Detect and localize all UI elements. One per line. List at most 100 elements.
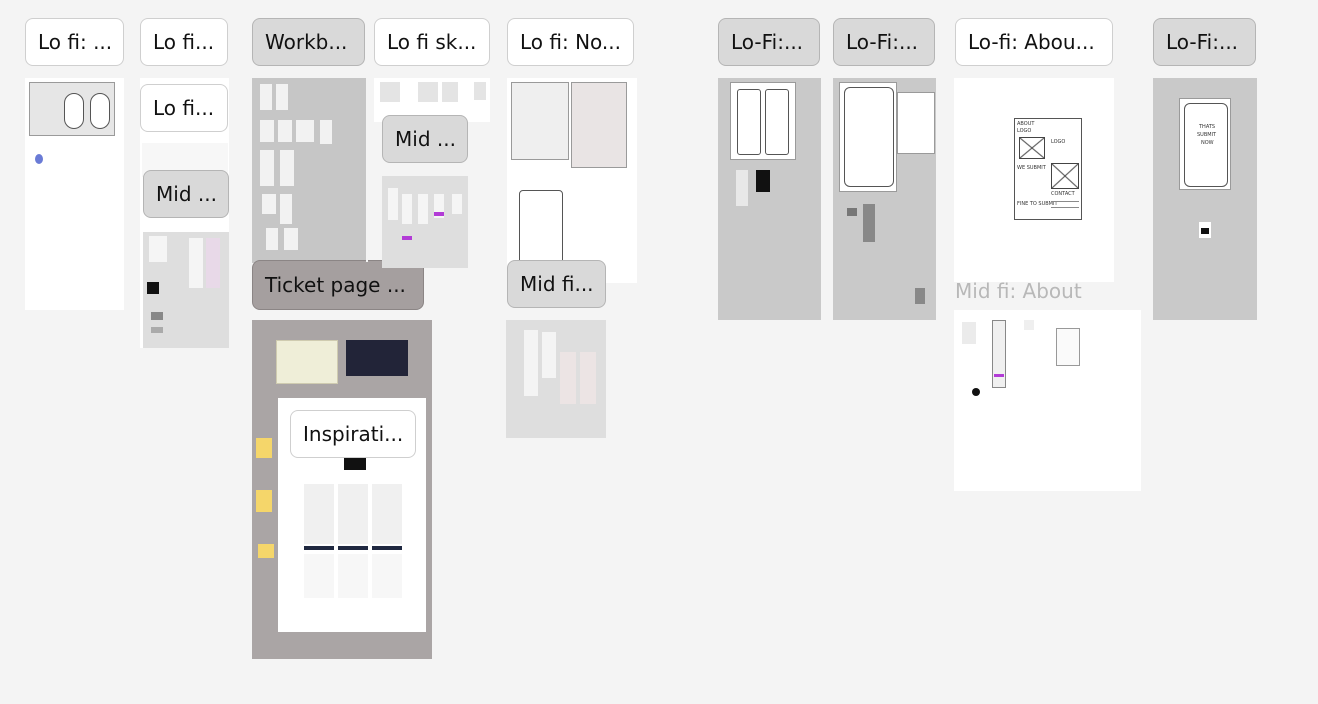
wireframe-screen — [296, 120, 314, 142]
sketch-paper — [730, 82, 796, 160]
frame-label-lofi-no[interactable]: Lo fi: No... — [507, 18, 634, 66]
wireframe-screen — [452, 194, 462, 214]
dark-screen — [756, 170, 770, 192]
wireframe-screen — [580, 352, 596, 404]
frame-label-lofi-2b[interactable]: Lo fi... — [140, 84, 228, 132]
wireframe-screen — [402, 194, 412, 224]
sketch-label: SUBMIT — [1197, 132, 1217, 138]
sketch-label: NOW — [1201, 140, 1214, 146]
frame-mid-1[interactable] — [143, 232, 229, 348]
sketch-phone — [90, 93, 110, 129]
sketch-phone — [844, 87, 894, 187]
frame-label-lofi-b[interactable]: Lo-Fi:... — [833, 18, 935, 66]
frame-lofi-sk[interactable] — [374, 78, 490, 122]
wireframe-screen — [189, 238, 203, 288]
sketch-thumbnail — [29, 82, 115, 136]
wireframe-screen — [266, 228, 278, 250]
wireframe-screen — [280, 194, 292, 224]
sketch-thumbnail — [380, 82, 400, 102]
image-icon — [147, 282, 159, 294]
frame-label-lofi-about[interactable]: Lo-fi: Abou... — [955, 18, 1113, 66]
wireframe-screen — [262, 194, 276, 214]
sketch-phone — [64, 93, 84, 129]
frame-label-midfi-3[interactable]: Mid fi... — [507, 260, 606, 308]
frame-label-inspiration[interactable]: Inspirati... — [290, 410, 416, 458]
nav-bar — [338, 546, 368, 550]
sketch-paper — [839, 82, 897, 192]
sketch-label: LOGO — [1051, 139, 1066, 145]
accent-button — [402, 236, 412, 240]
mobile-screen — [338, 554, 368, 598]
wireframe-block — [151, 327, 163, 333]
sketch-phone — [765, 89, 789, 155]
sketch-paper — [897, 92, 935, 154]
wireframe-screen — [962, 322, 976, 344]
frame-label-workb[interactable]: Workb... — [252, 18, 365, 66]
nav-bar — [304, 546, 334, 550]
sketch-label: CONTACT — [1051, 191, 1075, 197]
sketch-line — [1051, 207, 1079, 208]
frame-lofi-no[interactable] — [507, 78, 637, 283]
sketch-label: LOGO — [1017, 128, 1032, 134]
sketch-thumbnail — [418, 82, 438, 102]
wireframe-screen — [276, 84, 288, 110]
wireframe-screen — [524, 330, 538, 396]
frame-mid-2[interactable] — [382, 176, 468, 268]
frame-lofi-c[interactable]: THATS SUBMIT NOW — [1153, 78, 1257, 320]
wireframe-screen — [1056, 328, 1080, 366]
frame-midfi-about[interactable] — [954, 310, 1141, 491]
frame-label-mid-1[interactable]: Mid ... — [143, 170, 229, 218]
wireframe-screen — [434, 194, 444, 218]
sketch-thumbnail — [442, 82, 458, 102]
wireframe-block — [151, 312, 163, 320]
wireframe-screen — [260, 150, 274, 186]
inspiration-screenshot — [346, 340, 408, 376]
divider — [366, 122, 368, 262]
frame-label-lofi-a[interactable]: Lo-Fi:... — [718, 18, 820, 66]
mobile-screen — [372, 484, 402, 544]
frame-workb[interactable] — [252, 78, 366, 263]
sticky-note[interactable] — [258, 544, 274, 558]
mobile-screen — [304, 554, 334, 598]
wireframe-block — [915, 288, 925, 304]
frame-label-mid-2[interactable]: Mid ... — [382, 115, 468, 163]
wireframe-screen — [1024, 320, 1034, 330]
frame-label-lofi-c[interactable]: Lo-Fi:... — [1153, 18, 1256, 66]
frame-midfi-3[interactable] — [506, 320, 606, 438]
sketch-paper: THATS SUBMIT NOW — [1179, 98, 1231, 190]
sketch-thumbnail — [474, 82, 486, 100]
frame-lofi-a[interactable] — [718, 78, 821, 320]
nav-bar — [372, 546, 402, 550]
frame-lofi-1[interactable] — [25, 78, 124, 310]
sketch-phone: THATS SUBMIT NOW — [1184, 103, 1228, 187]
dark-screen — [1201, 228, 1209, 234]
sticky-note[interactable] — [256, 490, 272, 512]
sketch-paper — [571, 82, 627, 168]
frame-ticket[interactable] — [252, 320, 432, 659]
wireframe-screen — [260, 84, 272, 110]
wireframe-block — [863, 204, 875, 242]
accent-button — [434, 212, 444, 216]
wireframe-screen — [736, 170, 748, 206]
frame-label-lofi-1[interactable]: Lo fi: ... — [25, 18, 124, 66]
frame-label-ticket[interactable]: Ticket page ... — [252, 260, 424, 310]
sketch-label: FINE TO SUBMIT — [1017, 201, 1058, 207]
wireframe-screen — [280, 150, 294, 186]
image-placeholder — [1019, 137, 1045, 159]
accent-button — [994, 374, 1004, 377]
wireframe-screen — [992, 320, 1006, 388]
wireframe-screen — [418, 194, 428, 224]
qr-code-icon — [344, 458, 366, 470]
inspiration-screenshot — [276, 340, 338, 384]
frame-label-midfi-about[interactable]: Mid fi: About — [955, 279, 1082, 303]
wireframe-screen — [278, 120, 292, 142]
frame-label-lofi-2[interactable]: Lo fi... — [140, 18, 228, 66]
frame-lofi-about[interactable]: ABOUT LOGO LOGO WE SUBMIT CONTACT FINE T… — [954, 78, 1114, 282]
frame-lofi-b[interactable] — [833, 78, 936, 320]
sketch-label: ABOUT — [1017, 121, 1035, 127]
sketch-label: THATS — [1199, 124, 1216, 130]
frame-label-lofi-sk[interactable]: Lo fi sk... — [374, 18, 490, 66]
mobile-screen — [372, 554, 402, 598]
sticky-note[interactable] — [256, 438, 272, 458]
